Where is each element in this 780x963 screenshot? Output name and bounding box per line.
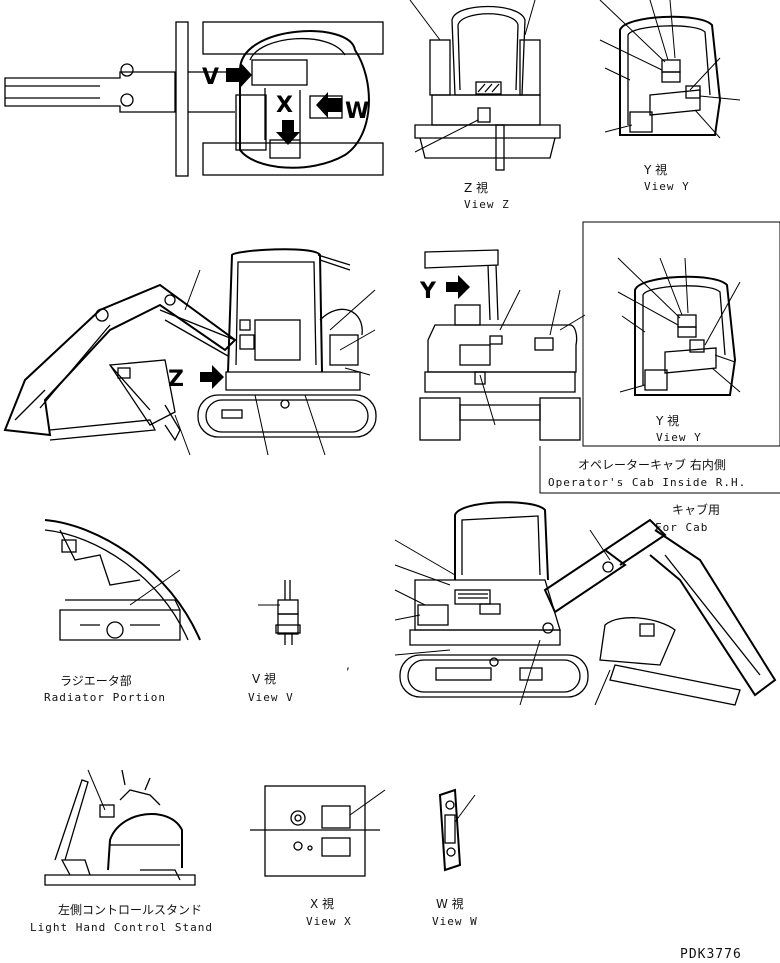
for-cab-drawing: キャブ用 For Cab (394, 501, 777, 706)
view-x-jp: X 視 (310, 896, 334, 911)
rear-view-drawing: Y (419, 249, 586, 441)
arrow-label-x: X (276, 93, 293, 118)
view-y-inset-en: View Y (656, 431, 702, 444)
view-y-top-drawing: Y 視 View Y (599, 0, 741, 193)
view-z-drawing: Z 視 View Z (409, 0, 561, 211)
radiator-jp: ラジエータ部 (60, 673, 132, 688)
view-x-drawing: X 視 View X (250, 785, 386, 928)
radiator-drawing: ラジエータ部 Radiator Portion (44, 519, 201, 704)
view-y-top-en: View Y (644, 180, 690, 193)
control-stand-jp: 左側コントロールスタンド (58, 902, 202, 917)
view-z-jp: Z 視 (464, 180, 488, 195)
view-v-jp: V 視 (252, 671, 276, 686)
plan-view: V X W (4, 21, 384, 177)
arrow-label-w: W (345, 99, 369, 124)
for-cab-en: For Cab (655, 521, 708, 534)
arrow-label-z: Z (168, 367, 184, 392)
arrow-label-v: V (202, 65, 219, 90)
view-w-drawing: W 視 View W (432, 788, 478, 928)
arrow-label-y: Y (419, 279, 437, 304)
view-y-inset-jp: Y 視 (655, 413, 679, 428)
inset-caption-jp: オペレーターキャブ 右内側 (578, 457, 726, 472)
radiator-en: Radiator Portion (44, 691, 166, 704)
inset-caption-en: Operator's Cab Inside R.H. (548, 476, 746, 489)
view-w-jp: W 視 (436, 896, 464, 911)
stray-mark: , (346, 658, 350, 672)
for-cab-jp: キャブ用 (672, 502, 720, 517)
view-v-en: View V (248, 691, 294, 704)
view-z-en: View Z (464, 198, 510, 211)
side-view-drawing: Z (3, 248, 377, 456)
cab-inset: Y 視 View Y オペレーターキャブ 右内側 Operator's Cab … (539, 221, 780, 494)
view-v-drawing: , V 視 View V (248, 580, 350, 704)
control-stand-en: Light Hand Control Stand (30, 921, 213, 934)
view-y-top-jp: Y 視 (643, 162, 667, 177)
view-x-en: View X (306, 915, 352, 928)
control-stand-drawing: 左側コントロールスタンド Light Hand Control Stand (30, 769, 213, 934)
drawing-number: PDK3776 (680, 947, 742, 962)
view-w-en: View W (432, 915, 478, 928)
